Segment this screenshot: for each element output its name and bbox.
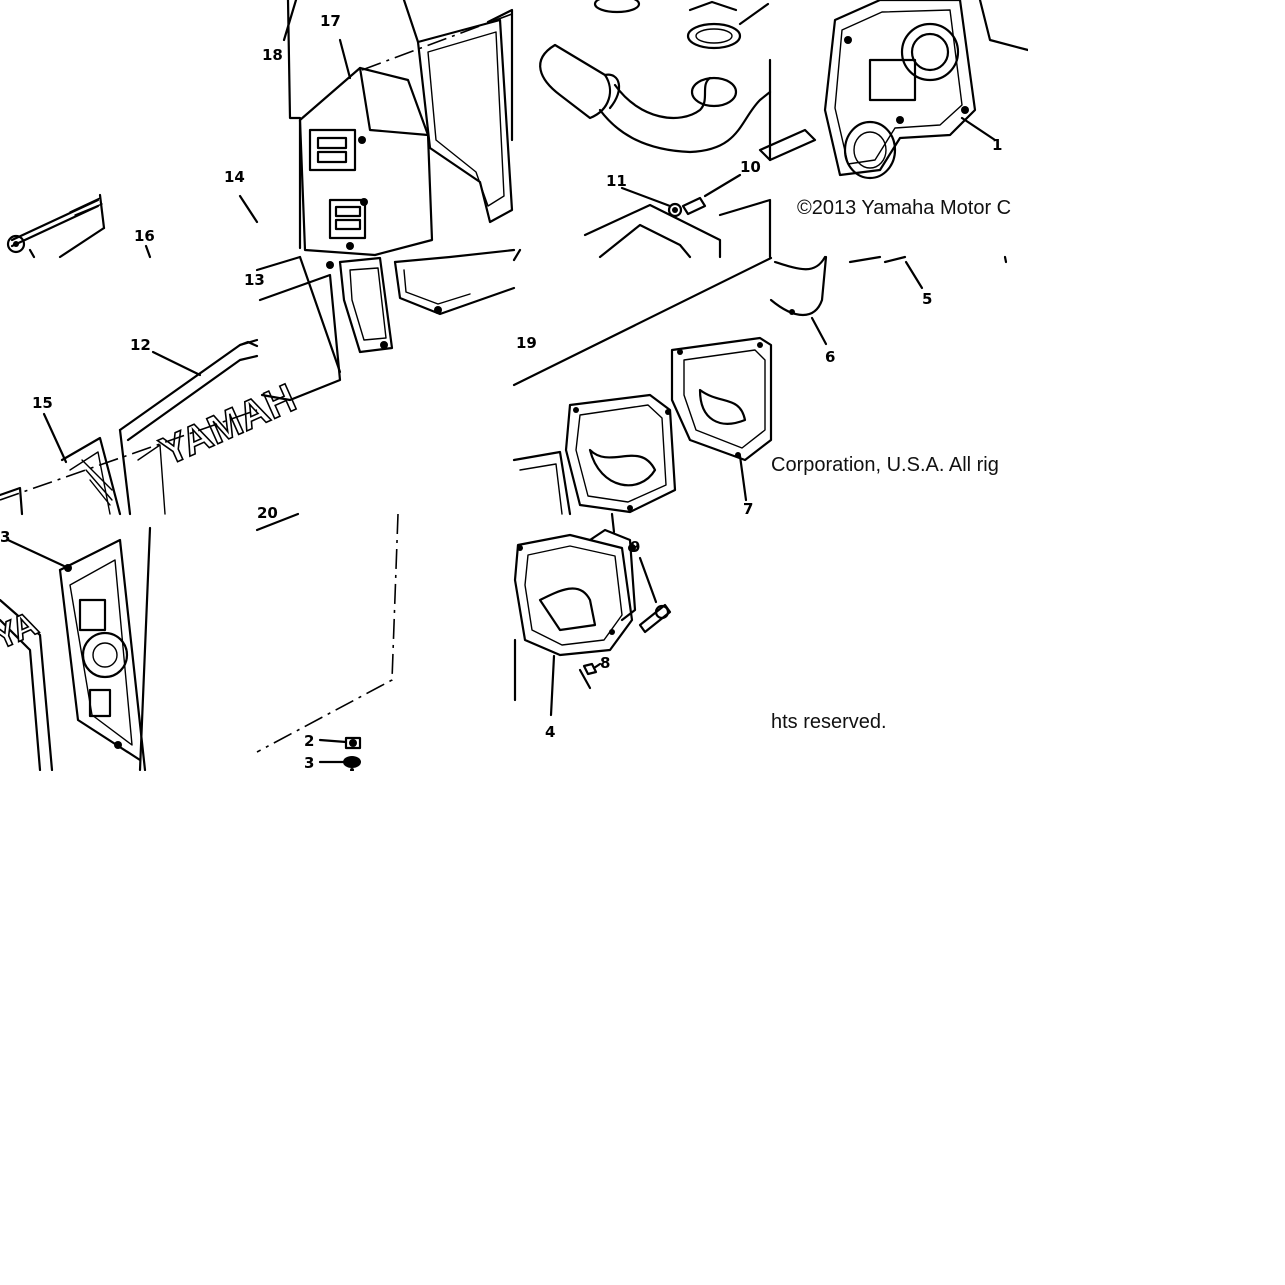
copyright-line-3: hts reserved.	[771, 711, 887, 733]
callout-13: 13	[244, 271, 265, 289]
part-20-outline	[255, 512, 399, 753]
copyright-notice: ©2013 Yamaha Motor C Corporation, U.S.A.…	[771, 197, 1011, 733]
copyright-line-2: Corporation, U.S.A. All rig	[771, 454, 999, 476]
lower-housing-top	[583, 58, 772, 259]
part-15-gasket	[60, 436, 122, 516]
callout-15: 15	[32, 394, 53, 412]
callout-4: 4	[545, 723, 555, 741]
parts-5-6	[769, 255, 1008, 346]
parts-8-9-bolts	[578, 556, 672, 690]
callout-2: 2	[304, 732, 314, 750]
part-7-gasket	[670, 336, 773, 502]
callout-12: 12	[130, 336, 151, 354]
parts-10-11-bolts	[620, 173, 742, 218]
callout-18: 18	[262, 46, 283, 64]
callout-11: 11	[606, 172, 627, 190]
callout-5: 5	[922, 290, 932, 308]
copyright-line-1: ©2013 Yamaha Motor C	[797, 197, 1011, 219]
callout-14: 14	[224, 168, 245, 186]
callout-1: 1	[992, 136, 1002, 154]
callout-20: 20	[257, 504, 278, 522]
part-18-gasket	[416, 8, 514, 224]
parts-2-3	[318, 736, 362, 772]
part-12-cover: YAMAH	[118, 338, 303, 516]
part-4-housing	[513, 512, 637, 717]
callout-labels: 1 2 3 4 5 6 7 8 9 10 11 12 13 14 15 16 1…	[0, 12, 1002, 772]
part-19-gasket	[564, 393, 677, 514]
callout-9: 9	[630, 538, 640, 556]
long-bolt	[6, 193, 106, 259]
hose-and-clamp	[539, 0, 772, 154]
brand-lettering-lower: YA	[0, 605, 44, 658]
callout-3-lower: 3	[0, 528, 10, 546]
part-1-housing	[758, 0, 1030, 180]
callout-10: 10	[740, 158, 761, 176]
callout-16: 16	[134, 227, 155, 245]
cover-continuation	[255, 248, 516, 402]
callout-17: 17	[320, 12, 341, 30]
part-17-cover	[286, 0, 434, 257]
callout-3: 3	[304, 754, 314, 772]
callout-8: 8	[600, 654, 610, 672]
callout-6: 6	[825, 348, 835, 366]
callout-19: 19	[516, 334, 537, 352]
part-13-gasket: YA	[0, 526, 152, 772]
callout-7: 7	[743, 500, 753, 518]
